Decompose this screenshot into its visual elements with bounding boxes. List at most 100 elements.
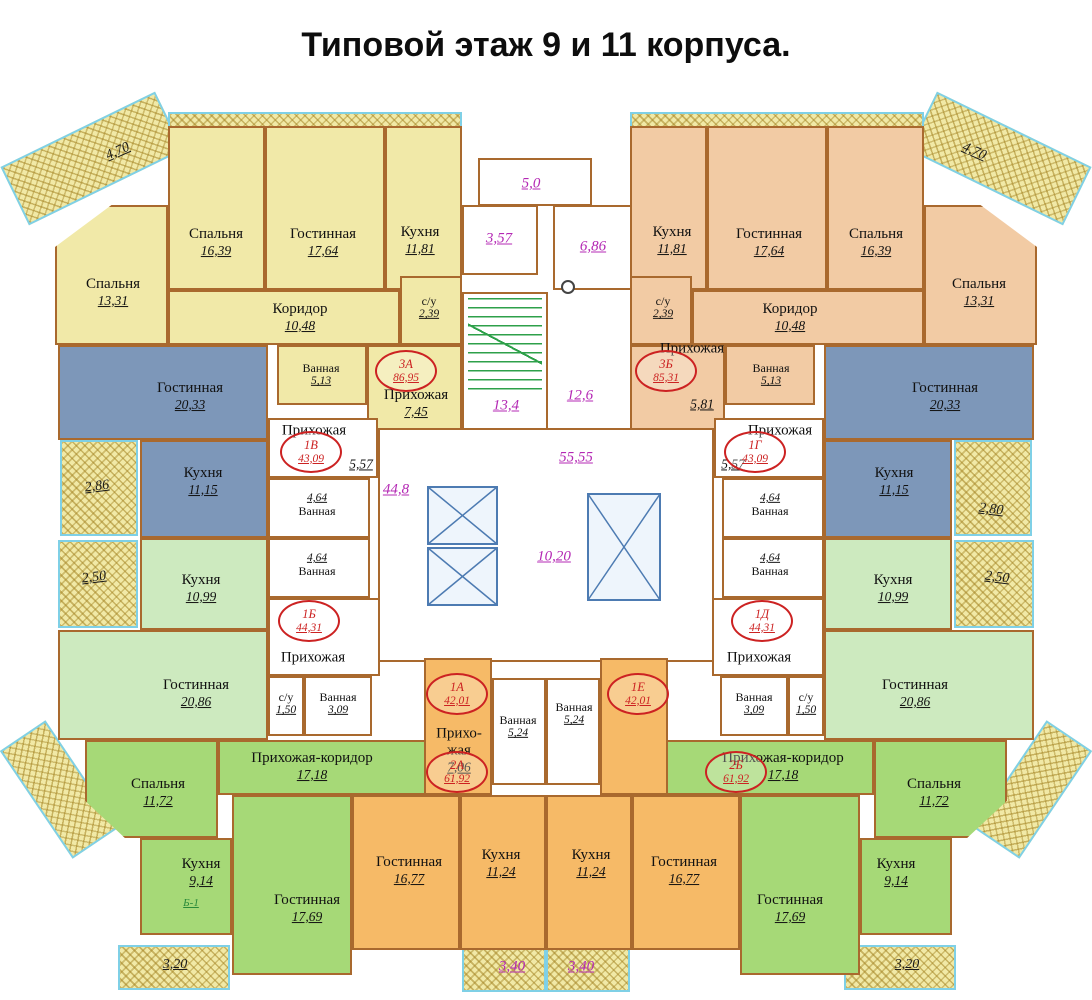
room-area: 17,18 <box>767 766 799 782</box>
room-name: Спальня <box>951 276 1007 293</box>
room-area: 13,31 <box>97 292 129 308</box>
room-area: 11,72 <box>143 792 173 808</box>
room-name: Прихожая <box>280 649 346 666</box>
room-name: Ванная <box>735 689 773 704</box>
balcony <box>954 440 1032 536</box>
room-area: 1,50 <box>275 704 297 717</box>
room-name: Кухня <box>876 856 916 873</box>
room-area: 2,39 <box>418 308 440 321</box>
room-name: Спальня <box>130 776 186 793</box>
room-area: 4,64 <box>306 551 328 564</box>
room-name: Гостинная <box>273 892 341 909</box>
room-area: 17,64 <box>307 242 339 258</box>
room-label: Прихожая <box>727 650 791 667</box>
room-name: Кухня <box>400 224 440 241</box>
balcony <box>954 540 1034 628</box>
common-area-label: 6,86 <box>579 238 607 255</box>
room-area: 9,14 <box>189 872 213 888</box>
room <box>720 676 788 736</box>
apartment-area: 42,01 <box>625 694 651 707</box>
common-area-label: 3,40 <box>567 958 595 975</box>
room-area: 1,50 <box>795 704 817 717</box>
room-area: 4,64 <box>759 491 781 504</box>
balcony-area-label: 3,20 <box>894 957 920 972</box>
apartment-area: 44,31 <box>296 621 322 634</box>
room-name: Гостинная <box>650 854 718 871</box>
room-area: 5,13 <box>310 375 332 388</box>
room-area: 16,77 <box>668 870 700 886</box>
room <box>265 126 385 290</box>
room <box>924 205 1037 345</box>
balcony <box>60 440 138 536</box>
room-area: 20,33 <box>174 396 206 412</box>
room <box>140 440 268 538</box>
room <box>824 440 952 538</box>
vestibule-left-room <box>462 205 538 275</box>
apartment-area: 86,95 <box>393 371 419 384</box>
room-name: Коридор <box>762 301 818 318</box>
room <box>632 795 740 950</box>
room <box>168 290 400 345</box>
room-name: Ванная <box>319 689 357 704</box>
room-area: 17,69 <box>291 908 323 924</box>
room <box>824 345 1034 440</box>
balcony-area-label: 3,20 <box>162 957 188 972</box>
room-area: 16,39 <box>200 242 232 258</box>
room <box>722 478 824 538</box>
room-name: с/у <box>655 293 671 308</box>
balcony <box>844 945 956 990</box>
room-area: 10,99 <box>877 588 909 604</box>
room <box>722 538 824 598</box>
room-name: Кухня <box>183 465 223 482</box>
room-name: Спальня <box>906 776 962 793</box>
staircase-steps-icon <box>468 298 542 390</box>
room-area: 13,31 <box>963 292 995 308</box>
apartment-id: 1А <box>450 680 464 695</box>
room <box>55 205 168 345</box>
room-area: 5,57 <box>349 456 373 472</box>
balcony <box>462 948 546 992</box>
common-area-label: 55,55 <box>559 449 593 466</box>
apartment-id: 1Е <box>631 680 645 695</box>
common-area-label: 13,4 <box>492 397 520 414</box>
room-area: 20,86 <box>180 693 212 709</box>
room <box>860 838 952 935</box>
apartment-id: 1Г <box>748 438 762 453</box>
room-area: 10,48 <box>284 317 316 333</box>
common-area-label: 5,0 <box>521 175 541 192</box>
room <box>140 538 268 630</box>
room-area: 20,33 <box>929 396 961 412</box>
room-area: 11,15 <box>879 481 909 497</box>
room <box>827 126 924 290</box>
room <box>268 538 370 598</box>
room-name: Гостинная <box>735 226 803 243</box>
room-area: 17,69 <box>774 908 806 924</box>
room-name: Прихожая-коридор <box>251 750 373 767</box>
room-name: Кухня <box>873 572 913 589</box>
room <box>630 126 707 290</box>
room-name: Кухня <box>481 847 521 864</box>
room-area: 5,24 <box>507 727 529 740</box>
room-name: Спальня <box>848 226 904 243</box>
room <box>232 795 352 975</box>
